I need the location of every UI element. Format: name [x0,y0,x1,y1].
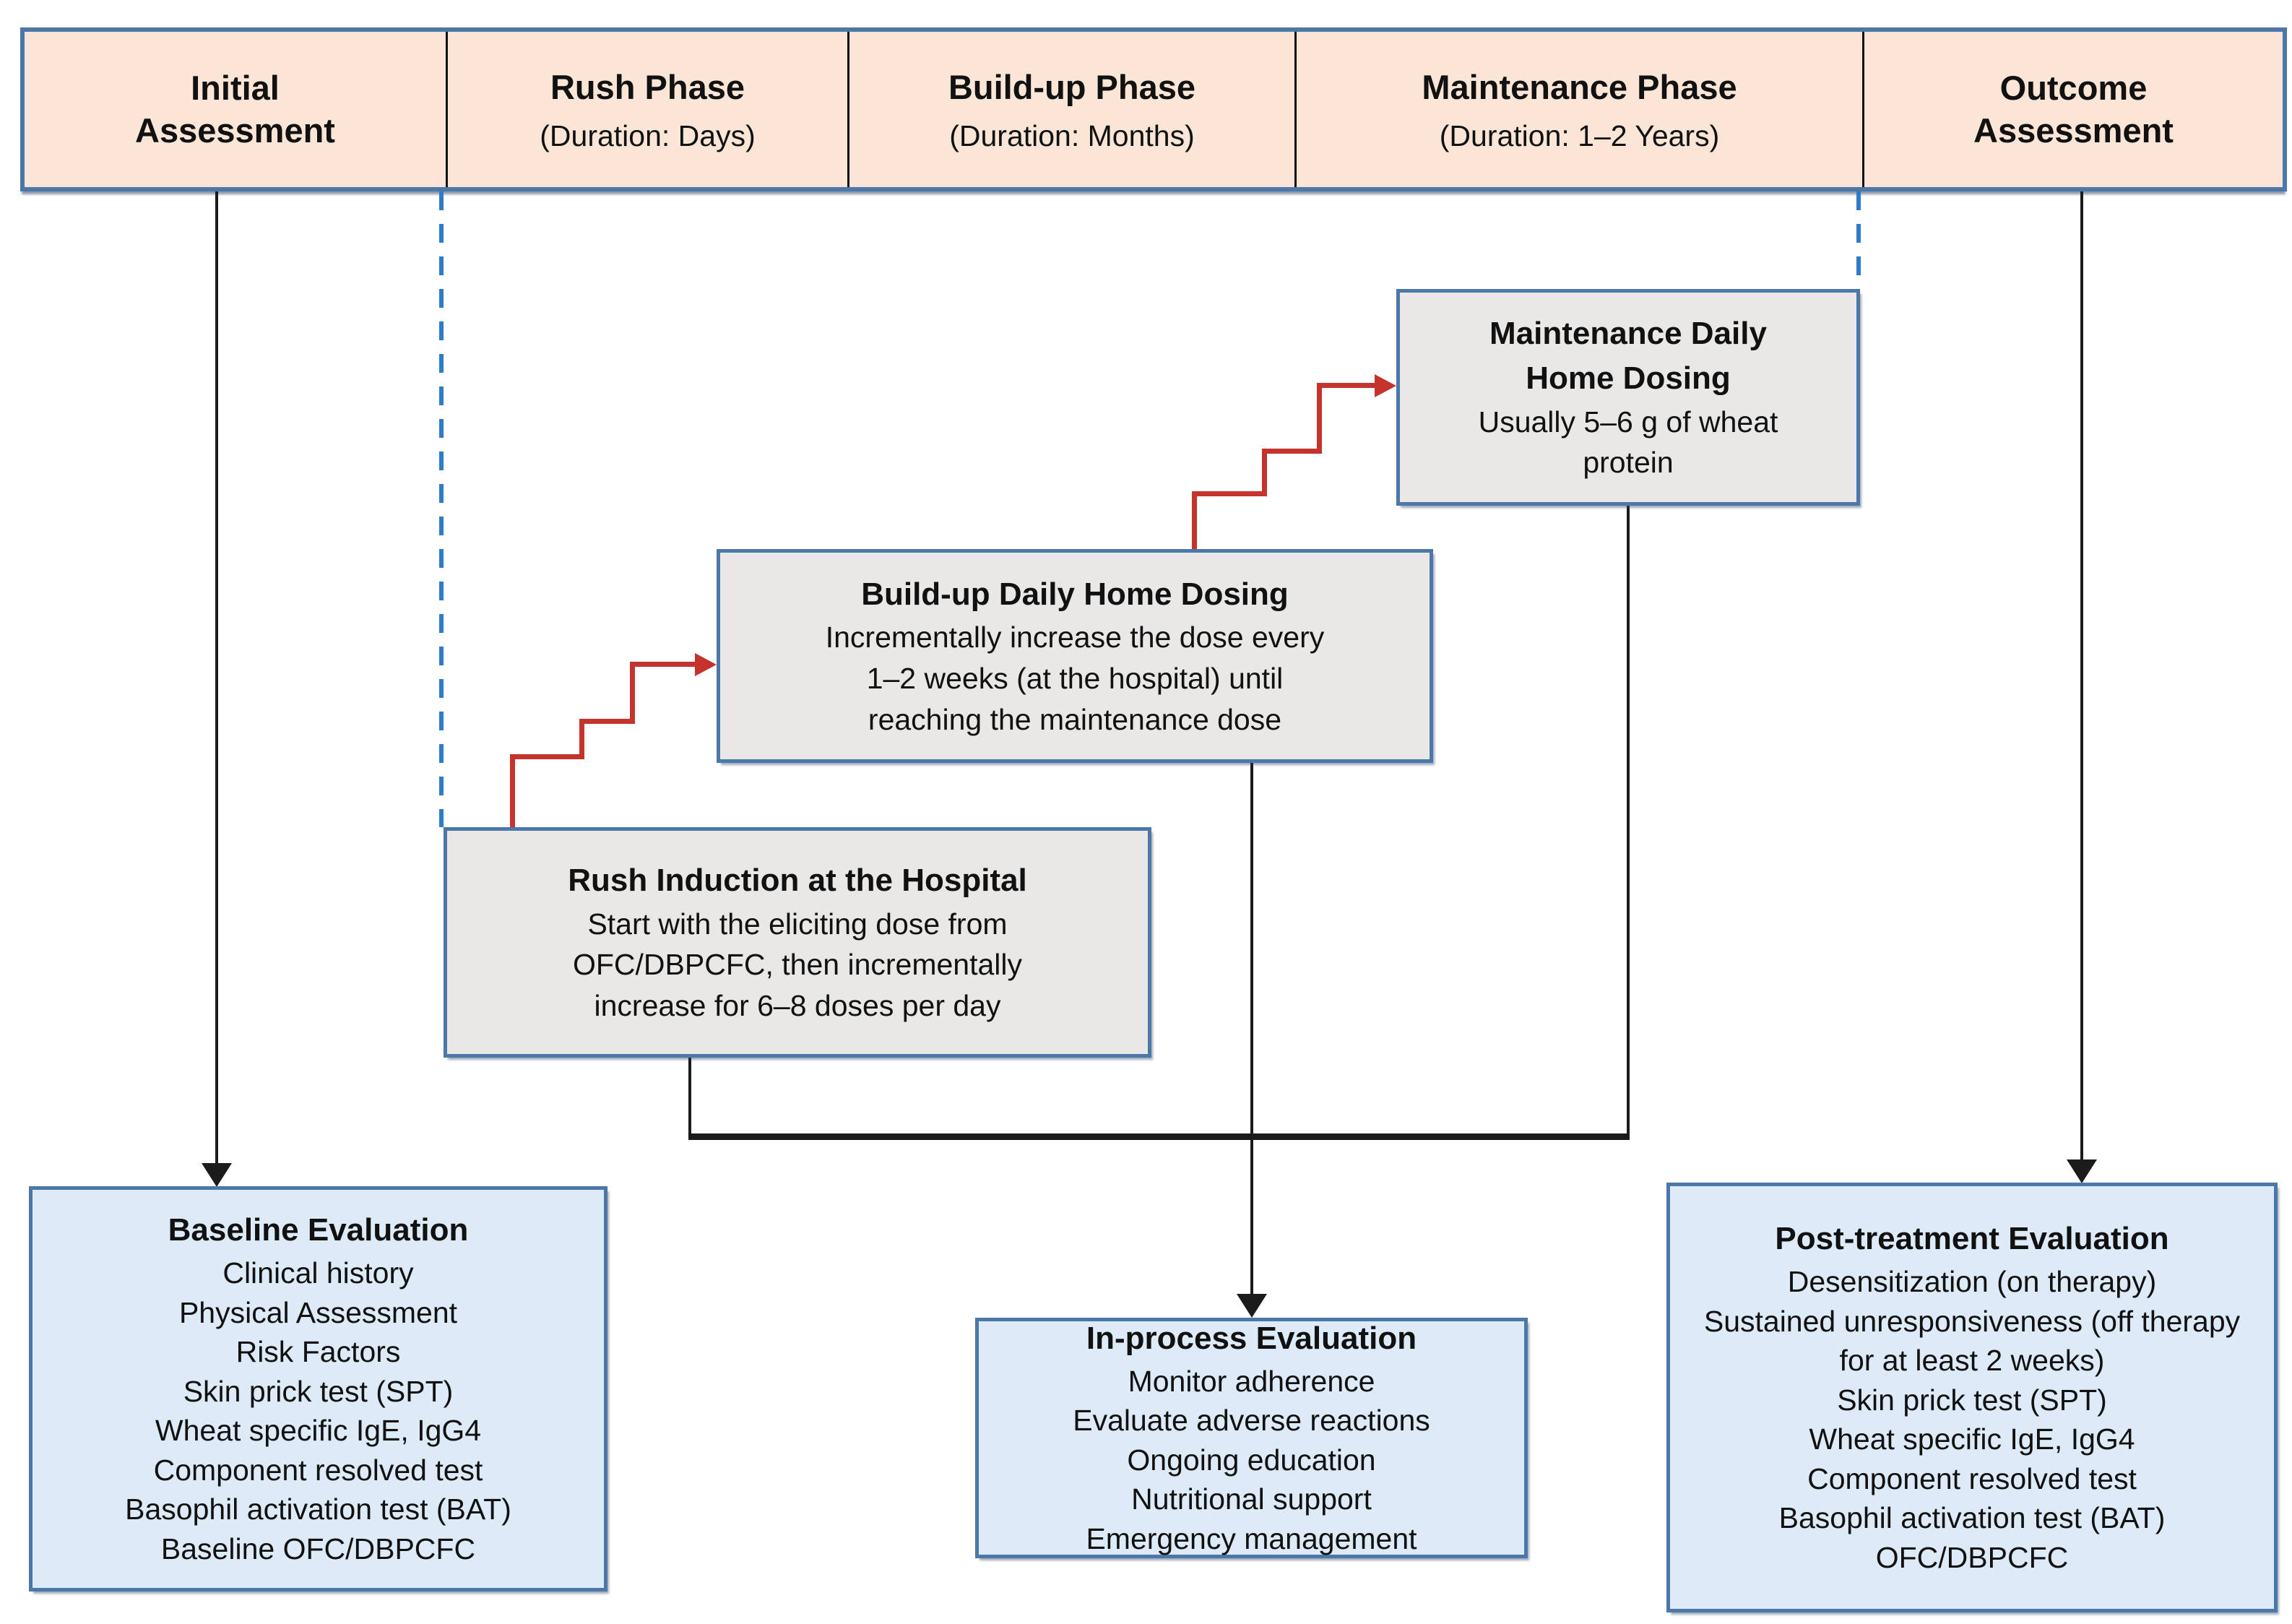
phase-title: Rush Phase [550,67,745,106]
arrow-down-icon [1237,1294,1267,1318]
phase-rush: Rush Phase (Duration: Days) [446,32,847,187]
arrow-right-icon [695,653,717,676]
collector-line [688,1133,1630,1140]
staircase-segment [1317,383,1375,388]
phase-maintenance: Maintenance Phase (Duration: 1–2 Years) [1294,32,1862,187]
arrow-right-icon [1375,374,1396,397]
phase-title: Maintenance Phase [1422,67,1737,106]
arrow-down-icon [2067,1159,2097,1183]
evaluation-box-title: Baseline Evaluation [168,1211,469,1248]
phase-title: Build-up Phase [948,67,1196,106]
buildup-to-inprocess-arrow-line [1250,763,1253,1295]
rush-induction-at-hospital-box: Rush Induction at the Hospital Start wit… [444,827,1151,1058]
maintenance-phase-dashed-boundary-line [1856,191,1861,289]
staircase-segment [579,719,584,759]
build-up-daily-home-dosing-box: Build-up Daily Home Dosing Incrementally… [717,549,1433,763]
evaluation-box-items: Desensitization (on therapy)Sustained un… [1703,1265,2241,1574]
maintenance-to-collector-line [1627,506,1630,1138]
staircase-segment [630,662,635,724]
phase-subtitle: (Duration: Months) [949,119,1195,153]
evaluation-box-title: In-process Evaluation [1086,1320,1417,1356]
process-box-title: Build-up Daily Home Dosing [861,576,1289,612]
outcome-to-posttreatment-arrow-line [2080,191,2083,1159]
phase-subtitle: (Duration: Days) [540,119,756,153]
arrow-down-icon [202,1163,232,1187]
rush-to-collector-line [688,1058,691,1138]
staircase-segment [630,662,695,667]
staircase-segment [579,719,635,724]
staircase-segment [510,754,515,829]
staircase-segment [1192,491,1197,553]
initial-to-baseline-arrow-line [215,191,218,1163]
staircase-segment [1262,449,1267,496]
post-treatment-evaluation-box: Post-treatment Evaluation Desensitizatio… [1666,1183,2278,1612]
phase-build-up: Build-up Phase (Duration: Months) [847,32,1294,187]
rush-phase-dashed-boundary-line [439,191,444,827]
staircase-segment [510,754,584,759]
staircase-segment [1192,491,1267,496]
process-box-title: Rush Induction at the Hospital [568,863,1027,899]
evaluation-box-title: Post-treatment Evaluation [1775,1220,2169,1256]
phase-subtitle: (Duration: 1–2 Years) [1439,119,1720,153]
staircase-segment [1262,449,1322,454]
staircase-segment [1317,383,1322,454]
